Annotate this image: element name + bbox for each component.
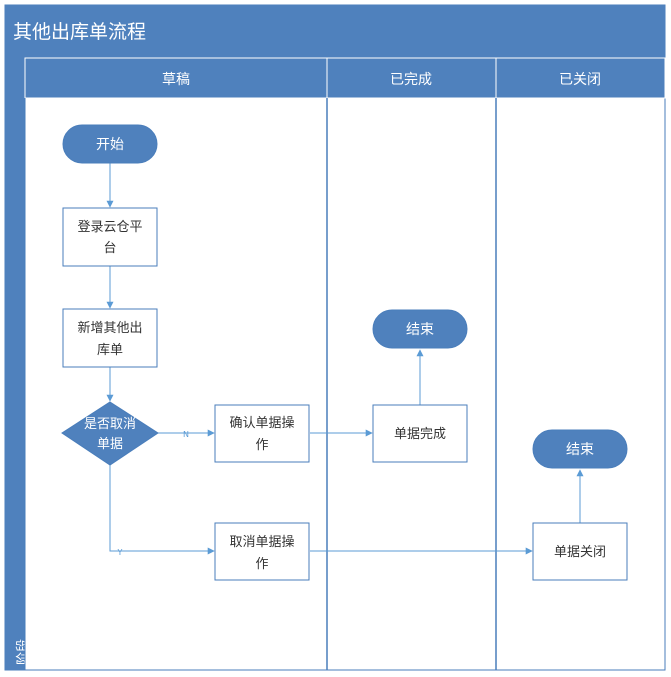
phase-label: 阶段	[16, 639, 31, 665]
process-login-line2: 台	[103, 241, 116, 256]
process-confirm	[214, 404, 310, 463]
end-node-closed	[532, 429, 628, 469]
title-bar	[5, 5, 665, 58]
process-done-label: 单据完成	[394, 427, 446, 442]
process-closed-label: 单据关闭	[554, 545, 606, 560]
process-create-line1: 新增其他出	[77, 320, 142, 336]
edge-decision-cancel	[109, 465, 215, 555]
lane-header-completed	[326, 57, 497, 99]
process-done	[372, 404, 468, 463]
decision-cancel-line2: 单据	[97, 437, 123, 452]
decision-cancel-line1: 是否取消	[84, 417, 136, 432]
process-cancel	[214, 522, 310, 581]
start-node	[62, 124, 158, 164]
lane-header-draft	[24, 57, 328, 99]
end-node-completed	[372, 309, 468, 349]
decision-cancel	[61, 401, 159, 466]
process-confirm-line1: 确认单据操	[229, 415, 294, 431]
process-closed	[532, 522, 628, 581]
process-login-line1: 登录云仓平	[77, 220, 142, 235]
process-login	[62, 207, 158, 267]
process-cancel-line1: 取消单据操	[229, 534, 294, 550]
lane-label-draft: 草稿	[162, 72, 190, 88]
process-create	[62, 308, 158, 368]
end-node-closed-label: 结束	[566, 442, 594, 458]
end-node-completed-label: 结束	[406, 322, 434, 338]
lane-label-completed: 已完成	[390, 72, 432, 88]
process-cancel-line2: 作	[255, 557, 268, 572]
edge-label-no: N	[183, 430, 189, 439]
process-confirm-line2: 作	[255, 438, 268, 453]
process-create-line2: 库单	[97, 342, 123, 358]
phase-band	[5, 58, 25, 670]
diagram-title: 其他出库单流程	[13, 21, 146, 43]
lane-label-closed: 已关闭	[559, 72, 601, 88]
lane-header-closed	[495, 57, 666, 99]
start-node-label: 开始	[96, 137, 124, 153]
edge-label-yes: Y	[117, 548, 123, 557]
